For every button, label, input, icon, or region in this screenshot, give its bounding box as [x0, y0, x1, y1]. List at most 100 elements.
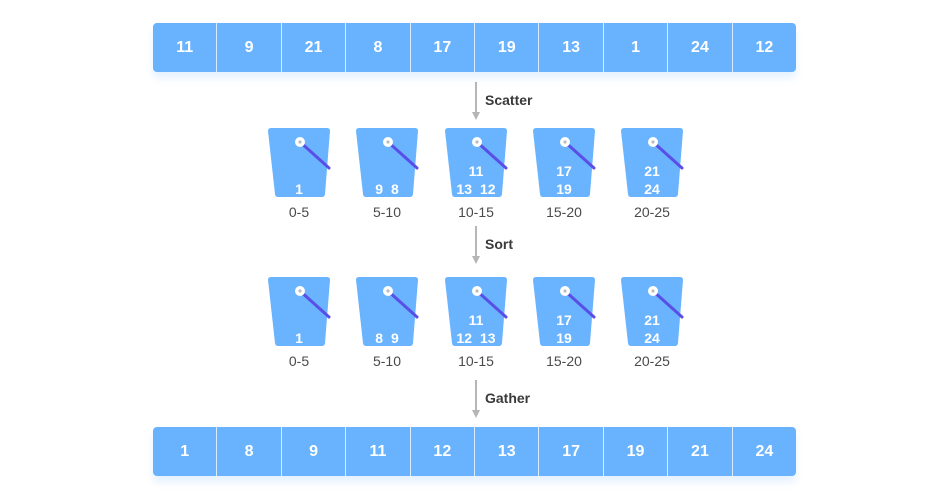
step-label: Sort: [485, 236, 513, 252]
scatter-step: Scatter: [472, 82, 672, 122]
array-cell: 11: [153, 23, 218, 72]
input-array: 11 9 21 8 17 19 13 1 24 12: [153, 23, 796, 72]
array-cell: 24: [668, 23, 733, 72]
bucket-line: 11: [469, 311, 484, 329]
bucket-icon: [445, 128, 508, 197]
bucket-line: 1: [295, 329, 303, 347]
bucket-value: 9: [375, 181, 383, 197]
bucket-value: 19: [556, 330, 572, 346]
bucket-value: 8: [375, 330, 383, 346]
bucket-value: 9: [391, 330, 399, 346]
sort-step: Sort: [472, 226, 672, 266]
bucket-value: 21: [644, 312, 660, 328]
array-cell: 12: [410, 427, 476, 476]
bucket: 17 19 15-20: [533, 128, 599, 220]
bucket-value: 12: [456, 330, 472, 346]
bucket-value: 8: [391, 181, 399, 197]
step-label: Gather: [485, 390, 531, 406]
bucket-line: 17: [556, 311, 572, 329]
bucket-icon: [268, 277, 331, 346]
array-cell: 9: [217, 23, 282, 72]
arrow-down-icon: [472, 256, 480, 264]
bucket-line: 19: [556, 180, 572, 198]
array-cell: 8: [217, 427, 282, 476]
bucket-value: 12: [480, 181, 496, 197]
bucket-value: 1: [295, 181, 303, 197]
arrow-line: [475, 82, 477, 114]
array-cell: 24: [732, 427, 796, 476]
bucket-value: 24: [644, 181, 660, 197]
bucket-range-label: 15-20: [546, 353, 582, 369]
array-cell: 17: [539, 427, 604, 476]
bucket-range-label: 5-10: [372, 204, 402, 220]
bucket-value: 19: [556, 181, 572, 197]
arrow-line: [475, 226, 477, 258]
array-cell: 9: [281, 427, 347, 476]
bucket-contents: 1: [268, 307, 330, 347]
bucket-icon: [533, 128, 596, 197]
bucket-line: 11: [469, 162, 484, 180]
array-cell: 1: [603, 23, 669, 72]
bucket-value: 13: [480, 330, 496, 346]
array-cell: 13: [475, 427, 540, 476]
arrow-down-icon: [472, 112, 480, 120]
array-cell: 1: [153, 427, 218, 476]
array-cell: 19: [603, 427, 669, 476]
bucket-value: 17: [556, 163, 572, 179]
bucket-contents: 11 12 13: [445, 307, 507, 347]
bucket-line: 24: [644, 180, 660, 198]
bucket-range-label: 5-10: [372, 353, 402, 369]
bucket-range-label: 0-5: [288, 204, 310, 220]
bucket-line: 21: [644, 162, 660, 180]
bucket-value: 11: [468, 312, 484, 328]
bucket-line: 19: [556, 329, 572, 347]
bucket-value: 1: [295, 330, 303, 346]
bucket-range-label: 10-15: [458, 353, 494, 369]
bucket-icon: [445, 277, 508, 346]
bucket-range-label: 15-20: [546, 204, 582, 220]
bucket-range-label: 20-25: [634, 353, 670, 369]
bucket-icon: [268, 128, 331, 197]
array-cell: 21: [668, 427, 733, 476]
bucket-range-label: 0-5: [288, 353, 310, 369]
bucket: 11 12 13 10-15: [445, 277, 511, 369]
bucket-icon: [356, 128, 419, 197]
bucket-icon: [356, 277, 419, 346]
bucket-line: 21: [644, 311, 660, 329]
array-cell: 12: [732, 23, 796, 72]
bucket-value: 24: [644, 330, 660, 346]
array-cell: 11: [346, 427, 411, 476]
bucket-range-label: 10-15: [458, 204, 494, 220]
arrow-down-icon: [472, 410, 480, 418]
bucket-value: 11: [468, 163, 484, 179]
array-cell: 19: [475, 23, 540, 72]
array-cell: 13: [539, 23, 604, 72]
bucket-value: 21: [644, 163, 660, 179]
gather-step: Gather: [472, 380, 672, 420]
array-cell: 21: [281, 23, 347, 72]
output-array: 1 8 9 11 12 13 17 19 21 24: [153, 427, 796, 476]
bucket-icon: [533, 277, 596, 346]
bucket-icon: [621, 277, 684, 346]
bucket-line: 17: [556, 162, 572, 180]
bucket-value: 17: [556, 312, 572, 328]
